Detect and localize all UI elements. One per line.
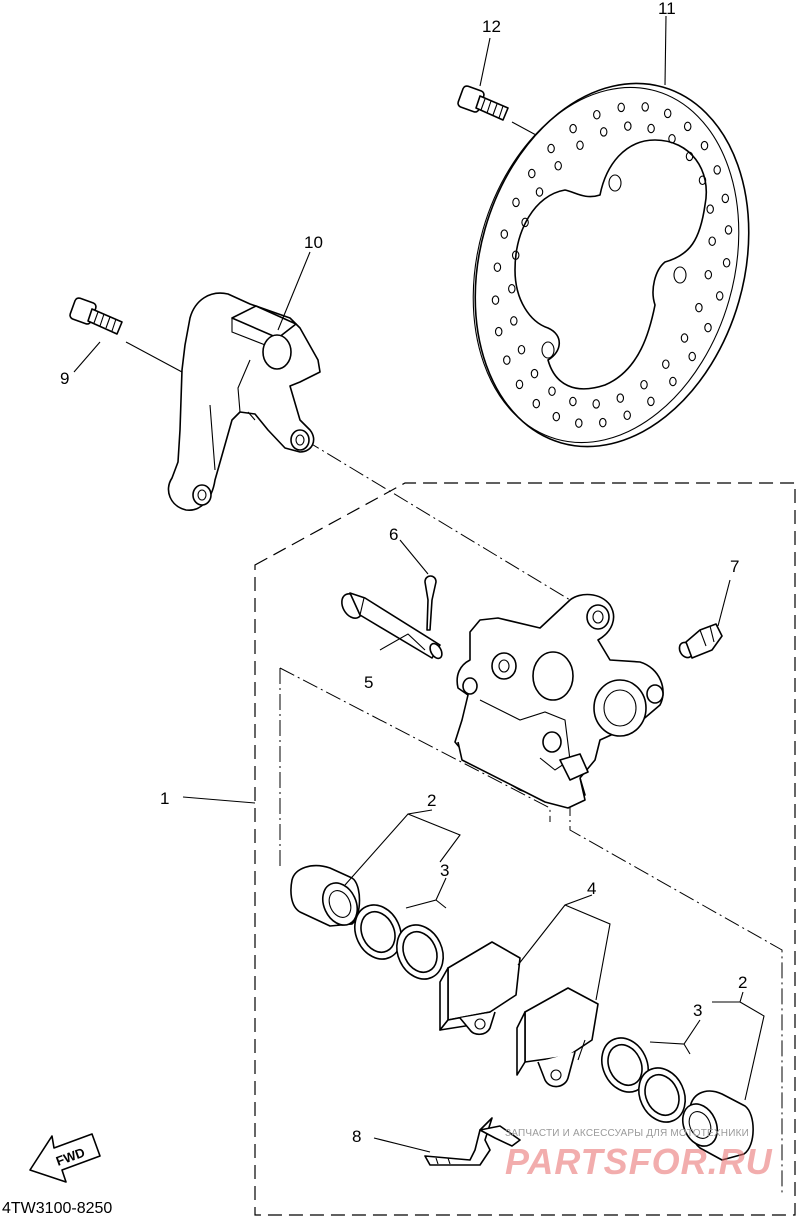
disc-drill-hole [688,351,696,362]
pin-clip [424,575,437,631]
callout-10: 10 [304,233,323,252]
disc-drill-hole [704,269,713,280]
disc-drill-hole [669,376,677,387]
disc-drill-hole [569,396,577,407]
disc-drill-hole [698,175,707,186]
disc-drill-hole [554,161,562,171]
callout-6: 6 [389,525,398,544]
disc-drill-hole [500,229,509,239]
disc-drill-hole [494,326,503,337]
brake-disc-holes [491,102,733,428]
bracket-bolt [69,297,123,335]
disc-drill-hole [515,379,524,390]
bolt-axis-line-9 [125,341,183,373]
brake-pad-rear [516,987,599,1088]
forward-arrow-icon: FWD [29,1133,101,1183]
disc-drill-hole [641,102,649,112]
disc-drill-hole [668,134,676,144]
seal-rings-right [601,1037,686,1123]
caliper-bracket [167,292,321,511]
pad-spring [424,1117,521,1166]
disc-drill-hole [713,165,721,175]
pad-group-outline [569,800,783,1195]
piston-left [290,864,361,927]
disc-drill-hole [624,121,632,131]
disc-drill-hole [575,418,583,428]
bleed-screw [678,623,723,659]
disc-drill-hole [706,204,714,214]
disc-drill-hole [491,295,500,305]
callout-5: 5 [364,673,373,692]
disc-drill-hole [617,102,625,113]
disc-drill-hole [576,140,584,151]
disc-drill-hole [517,344,526,355]
disc-drill-hole [647,396,655,407]
disc-drill-hole [721,193,730,204]
disc-drill-hole [700,140,709,151]
callout-3b: 3 [693,1001,702,1020]
disc-drill-hole [623,410,631,421]
callout-2a: 2 [427,791,436,810]
disc-drill-hole [599,127,608,137]
disc-drill-hole [647,123,655,134]
disc-drill-hole [724,225,733,235]
disc-drill-hole [569,123,577,134]
callout-9: 9 [60,369,69,388]
disc-drill-hole [593,109,601,120]
disc-drill-hole [722,258,731,268]
disc-drill-hole [547,143,555,154]
brake-disc [472,82,750,448]
callout-leader-lines [73,15,765,1153]
callout-4: 4 [587,879,596,898]
disc-drill-hole [683,121,692,132]
disc-drill-hole [548,386,556,396]
disc-drill-hole [708,236,716,246]
caliper-assembly-outline [254,482,796,1216]
mount-axis-line [304,439,591,613]
disc-drill-hole [552,411,561,422]
pad-pin [341,592,443,660]
seal-rings-left [354,904,444,980]
watermark-tagline: ЗАПЧАСТИ И АКСЕССУАРЫ ДЛЯ МОТОТЕХНИКИ [505,1128,749,1139]
disc-drill-hole [511,250,520,261]
callout-11: 11 [658,0,676,18]
disc-drill-hole [521,217,529,228]
disc-drill-hole [530,368,539,379]
callout-2b: 2 [738,973,747,992]
callout-12: 12 [482,17,501,36]
disc-drill-hole [685,151,694,162]
disc-drill-hole [535,187,544,197]
disc-drill-hole [508,284,516,294]
disc-drill-hole [528,168,536,179]
callout-8: 8 [352,1127,361,1146]
disc-drill-hole [512,197,520,208]
caliper-body [454,593,664,809]
callout-3a: 3 [440,861,449,880]
disc-drill-hole [663,108,672,119]
brake-pad-front [439,941,521,1036]
disc-drill-hole [599,417,607,428]
callout-1: 1 [160,789,169,808]
disc-drill-hole [592,399,600,409]
watermark-brand: PARTSFOR.RU [505,1141,773,1182]
disc-drill-hole [704,322,712,333]
disc-bolt [457,85,509,121]
disc-drill-hole [503,355,511,365]
drawing-code: 4TW3100-8250 [2,1200,112,1217]
piston-right [681,1090,754,1161]
piston-group-outline [279,667,551,870]
disc-drill-hole [616,393,625,403]
disc-drill-hole [695,302,703,313]
disc-drill-hole [715,291,724,301]
disc-drill-hole [640,379,648,390]
disc-drill-hole [493,262,502,272]
disc-drill-hole [510,316,518,326]
callout-7: 7 [730,557,739,576]
disc-drill-hole [680,333,689,343]
disc-drill-hole [532,398,541,409]
disc-drill-hole [662,359,670,369]
